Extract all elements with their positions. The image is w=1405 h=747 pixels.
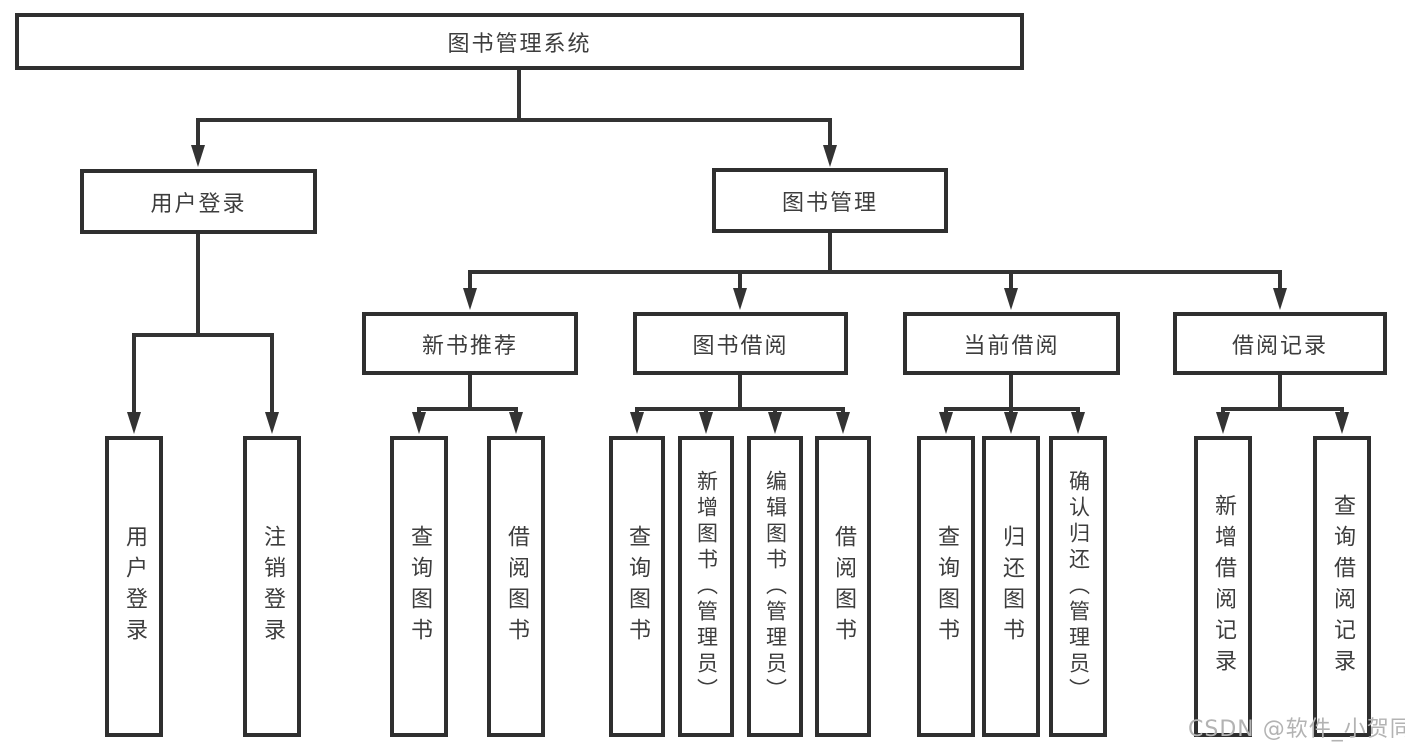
leaf-add-book-admin: 新增图书（管理员）: [678, 436, 734, 737]
node-current-borrowing: 当前借阅: [903, 312, 1120, 375]
leaf-label: 借阅图书: [831, 524, 856, 649]
leaf-label: 查询图书: [407, 524, 432, 649]
leaf-label: 归还图书: [999, 524, 1024, 649]
leaf-return-books: 归还图书: [982, 436, 1040, 737]
node-new-book-recommend: 新书推荐: [362, 312, 578, 375]
leaf-label: 借阅图书: [504, 524, 529, 649]
leaf-query-books-current: 查询图书: [917, 436, 975, 737]
leaf-label: 查询图书: [625, 524, 650, 649]
leaf-query-books-recommend: 查询图书: [390, 436, 448, 737]
leaf-label: 查询图书: [934, 524, 959, 649]
leaf-label: 新增图书（管理员）: [694, 469, 719, 704]
leaf-borrow-books-recommend: 借阅图书: [487, 436, 545, 737]
leaf-label: 注销登录: [260, 524, 285, 649]
leaf-edit-book-admin: 编辑图书（管理员）: [747, 436, 803, 737]
leaf-confirm-return-admin: 确认归还（管理员）: [1049, 436, 1107, 737]
leaf-user-login: 用户登录: [105, 436, 163, 737]
leaf-label: 用户登录: [122, 524, 147, 649]
csdn-watermark: CSDN @软件_小贺同学: [1188, 717, 1405, 742]
leaf-query-books-borrowing: 查询图书: [609, 436, 665, 737]
leaf-logout: 注销登录: [243, 436, 301, 737]
node-borrowing-records: 借阅记录: [1173, 312, 1387, 375]
leaf-borrow-books-borrowing: 借阅图书: [815, 436, 871, 737]
leaf-add-borrow-record: 新增借阅记录: [1194, 436, 1252, 737]
leaf-query-borrow-record: 查询借阅记录: [1313, 436, 1371, 737]
leaf-label: 确认归还（管理员）: [1066, 469, 1091, 704]
leaf-label: 新增借阅记录: [1211, 493, 1236, 680]
leaf-label: 编辑图书（管理员）: [763, 469, 788, 704]
node-book-management: 图书管理: [712, 168, 948, 233]
node-user-login: 用户登录: [80, 169, 317, 234]
leaf-label: 查询借阅记录: [1330, 493, 1355, 680]
node-root: 图书管理系统: [15, 13, 1024, 70]
node-book-borrowing: 图书借阅: [633, 312, 848, 375]
